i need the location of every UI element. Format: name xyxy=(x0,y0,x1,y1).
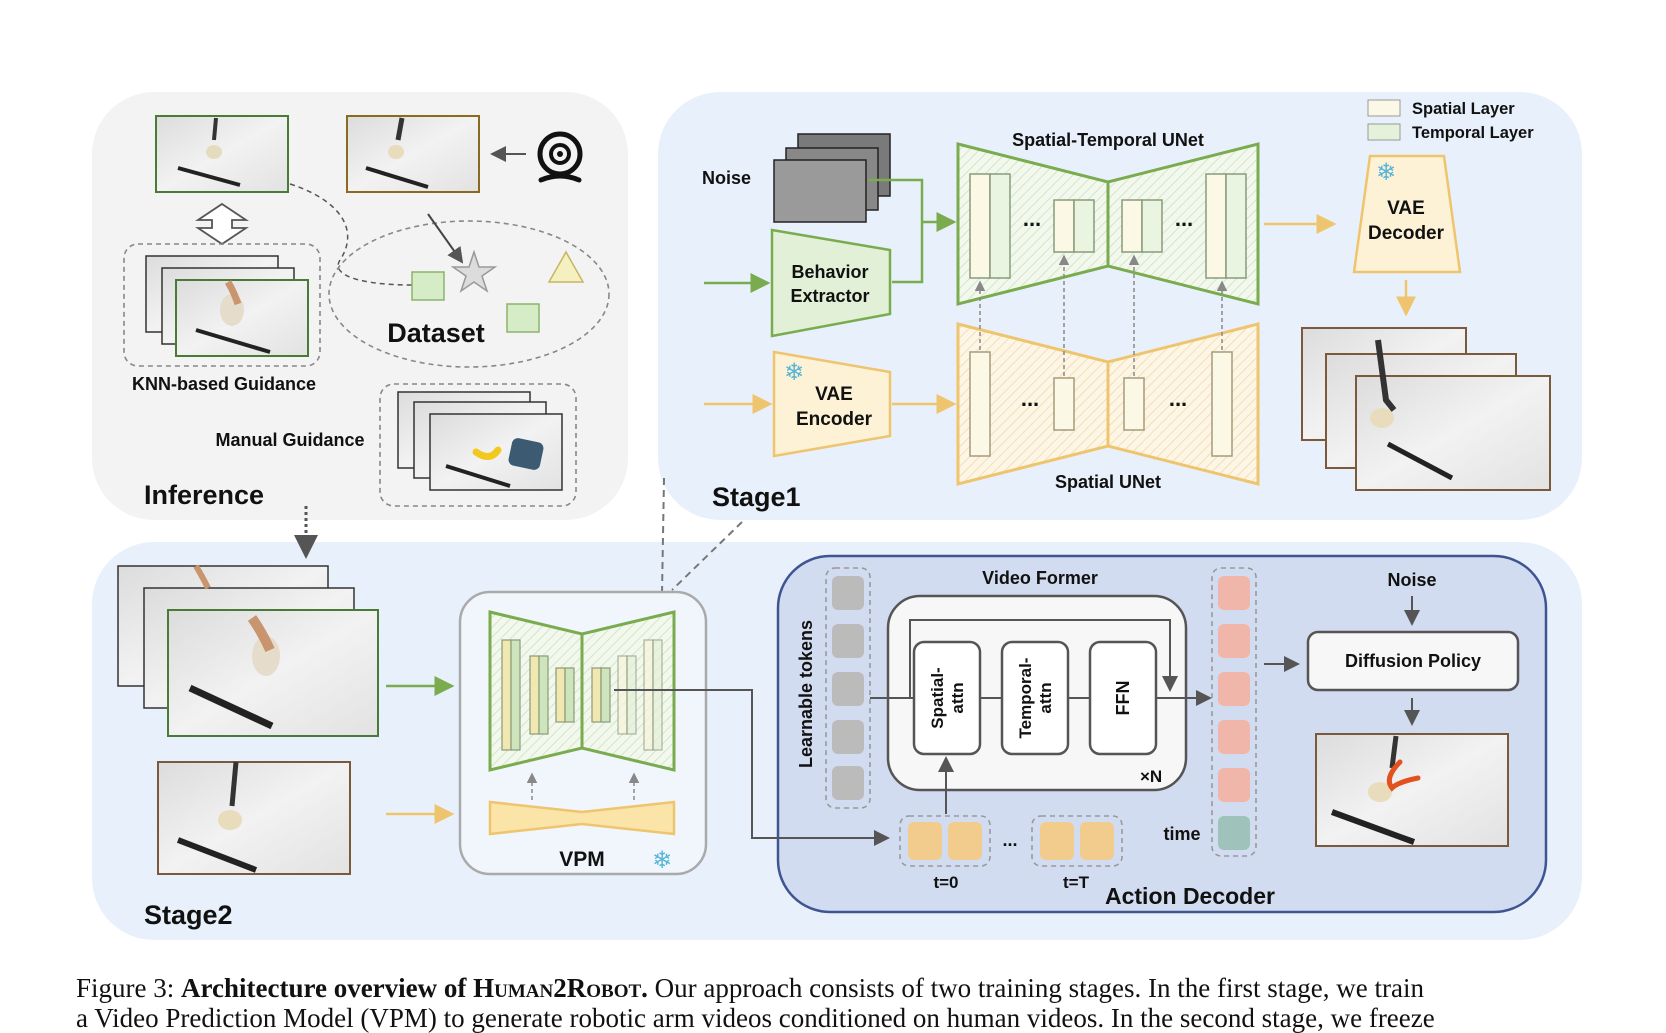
learnable-tokens-group xyxy=(825,567,871,809)
output-tokens-group xyxy=(1211,567,1257,857)
vae-encoder xyxy=(772,350,892,458)
time-label: time xyxy=(1163,824,1200,844)
legend: Spatial Layer Temporal Layer xyxy=(1367,99,1534,142)
legend-spatial-label: Spatial Layer xyxy=(1412,100,1515,118)
xn-label: ×N xyxy=(1140,767,1162,786)
temporal-attn-label: Temporal-attn xyxy=(1016,658,1055,739)
spatial-unet-ellipsis-right: ... xyxy=(1169,386,1187,411)
generated-robot-frames xyxy=(1301,327,1551,491)
policy-noise-label: Noise xyxy=(1387,570,1436,590)
time-token xyxy=(1218,816,1250,850)
webcam-icon xyxy=(537,131,583,183)
star-icon xyxy=(450,249,498,293)
legend-temporal-label: Temporal Layer xyxy=(1412,124,1534,142)
knn-video-frames xyxy=(145,255,309,357)
retrieval-dashed-link xyxy=(289,183,413,286)
dataset-label: Dataset xyxy=(387,318,485,348)
time-tokens-tT-group xyxy=(1031,815,1123,867)
vae-encoder-label-1: VAE xyxy=(815,384,853,405)
vae-decoder-label-2: Decoder xyxy=(1368,223,1445,244)
dataset-ellipse xyxy=(328,220,610,368)
vae-encoder-label-2: Encoder xyxy=(796,409,873,430)
diffusion-policy-label: Diffusion Policy xyxy=(1345,651,1481,671)
vpm-feature-line xyxy=(614,689,890,846)
unet-feature-links xyxy=(974,254,1228,376)
behavior-extractor-label-1: Behavior xyxy=(791,262,868,282)
vpm-spatial-unet xyxy=(488,800,676,836)
temporal-attn-block xyxy=(1000,640,1070,756)
figure-caption: Figure 3: Architecture overview of Human… xyxy=(76,973,1596,1033)
residual-connection xyxy=(909,619,1178,698)
inference-human-frame xyxy=(155,115,289,193)
snowflake-icon: ❄ xyxy=(1376,159,1396,186)
manual-video-frames xyxy=(397,391,563,491)
time-tokens-ellipsis: ... xyxy=(1002,830,1017,850)
predicted-action-frame xyxy=(1315,733,1509,847)
noise-label: Noise xyxy=(702,168,751,188)
diffusion-policy-block xyxy=(1306,630,1520,692)
knn-guidance-box xyxy=(123,243,321,367)
spatial-unet-layers xyxy=(969,351,1233,457)
stage1-title: Stage1 xyxy=(712,482,801,512)
spatial-unet-label: Spatial UNet xyxy=(1055,472,1161,492)
output-tokens xyxy=(1218,576,1250,802)
snowflake-icon: ❄ xyxy=(652,847,672,874)
legend-spatial-swatch xyxy=(1367,99,1401,117)
learnable-tokens xyxy=(832,576,864,800)
vpm-label: VPM xyxy=(559,848,605,871)
ffn-label: FFN xyxy=(1113,681,1133,716)
st-unet-label: Spatial-Temporal UNet xyxy=(1012,130,1204,150)
time-tokens-t0-group xyxy=(899,815,991,867)
st-unet-layers xyxy=(969,173,1247,279)
vae-decoder xyxy=(1352,154,1462,274)
stage2-robot-frame xyxy=(157,761,351,875)
spatial-attn-block xyxy=(912,640,982,756)
action-decoder-label: Action Decoder xyxy=(1105,883,1275,909)
behavior-extractor xyxy=(770,228,892,338)
inference-robot-frame xyxy=(346,115,480,193)
noise-stack xyxy=(773,133,891,223)
legend-temporal-swatch xyxy=(1367,123,1401,141)
manual-guidance-label: Manual Guidance xyxy=(215,430,364,450)
st-unet-ellipsis-right: ... xyxy=(1175,206,1193,231)
st-unet-ellipsis-left: ... xyxy=(1023,206,1041,231)
vpm-layers xyxy=(501,639,663,751)
learnable-tokens-label: Learnable tokens xyxy=(796,620,816,768)
manual-guidance-box xyxy=(379,383,577,507)
t0-label: t=0 xyxy=(933,873,958,892)
stage2-title: Stage2 xyxy=(144,900,233,930)
snowflake-icon: ❄ xyxy=(784,359,804,386)
inference-title: Inference xyxy=(144,480,264,510)
behavior-extractor-label-2: Extractor xyxy=(790,286,869,306)
video-former-label: Video Former xyxy=(982,568,1098,588)
caption-line-1: Figure 3: Architecture overview of Human… xyxy=(76,973,1424,1003)
action-trajectory xyxy=(1386,759,1421,792)
knn-guidance-label: KNN-based Guidance xyxy=(132,374,316,394)
spatial-attn-label: Spatial-attn xyxy=(928,667,967,728)
vae-decoder-label-1: VAE xyxy=(1387,198,1425,219)
caption-line-2: a Video Prediction Model (VPM) to genera… xyxy=(76,1003,1435,1033)
spatial-unet-ellipsis-left: ... xyxy=(1021,386,1039,411)
stage2-human-frames xyxy=(117,564,379,737)
tT-label: t=T xyxy=(1063,873,1090,892)
